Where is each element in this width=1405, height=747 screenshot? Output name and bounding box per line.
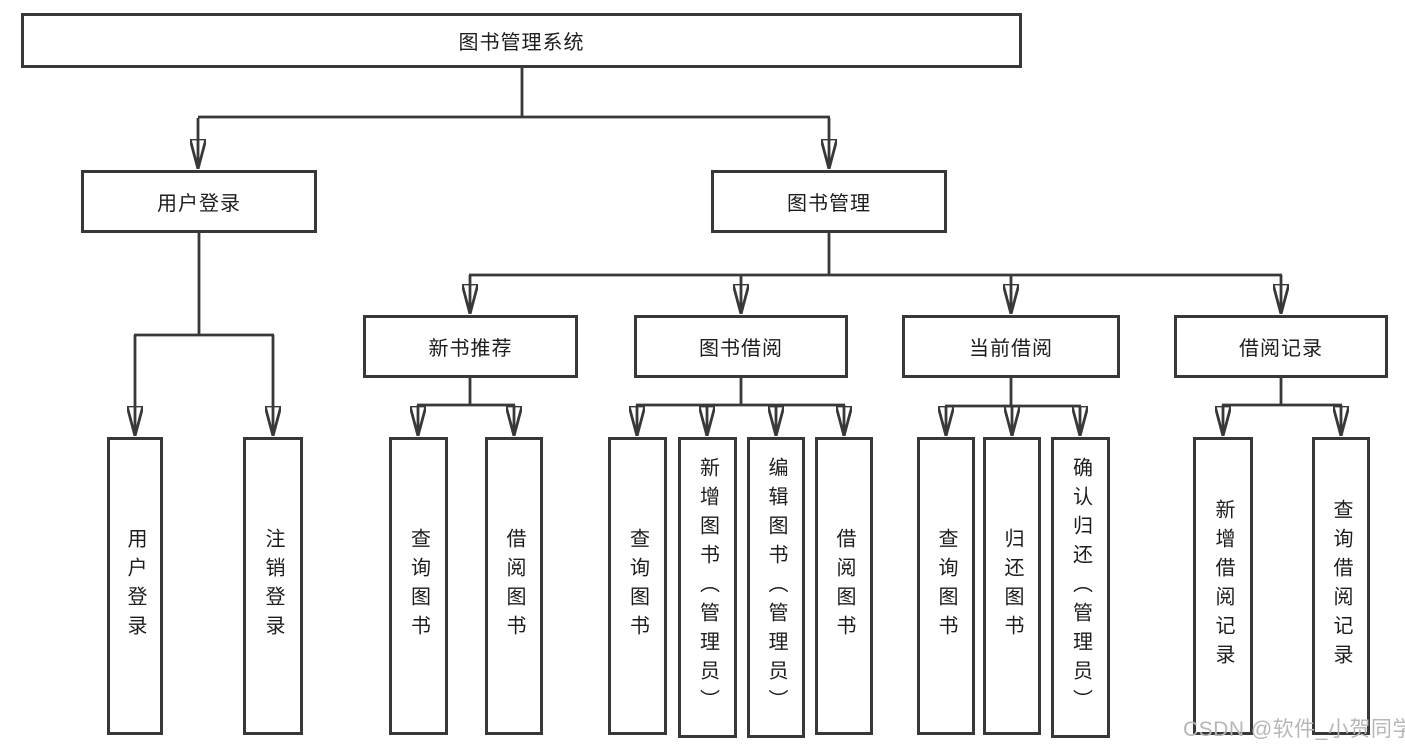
leaf-user-login: 用户登录 — [107, 437, 163, 735]
leaf-edit-books-admin: 编辑图书（管理员） — [747, 437, 805, 738]
node-library-management-system: 图书管理系统 — [21, 13, 1022, 68]
leaf-borrow-books-borrowing: 借阅图书 — [815, 437, 873, 735]
node-current-borrowing: 当前借阅 — [902, 315, 1120, 378]
node-book-management: 图书管理 — [711, 170, 947, 233]
csdn-watermark: CSDN @软件_小贺同学 — [1183, 718, 1405, 741]
node-borrowing-records: 借阅记录 — [1174, 315, 1388, 378]
leaf-query-books-borrowing: 查询图书 — [608, 437, 667, 735]
node-user-login: 用户登录 — [81, 170, 317, 233]
leaf-query-books-current: 查询图书 — [917, 437, 975, 735]
leaf-borrow-books-recommend: 借阅图书 — [485, 437, 543, 735]
leaf-query-books-recommend: 查询图书 — [389, 437, 448, 735]
leaf-return-books: 归还图书 — [983, 437, 1041, 735]
leaf-query-borrow-record: 查询借阅记录 — [1312, 437, 1370, 735]
rail-lines — [134, 68, 1342, 408]
node-book-borrowing: 图书借阅 — [634, 315, 848, 378]
leaf-add-books-admin: 新增图书（管理员） — [678, 437, 737, 738]
leaf-add-borrow-record: 新增借阅记录 — [1193, 437, 1253, 735]
node-new-book-recommendation: 新书推荐 — [363, 315, 578, 378]
leaf-logout: 注销登录 — [243, 437, 303, 735]
leaf-confirm-return-admin: 确认归还（管理员） — [1051, 437, 1110, 738]
